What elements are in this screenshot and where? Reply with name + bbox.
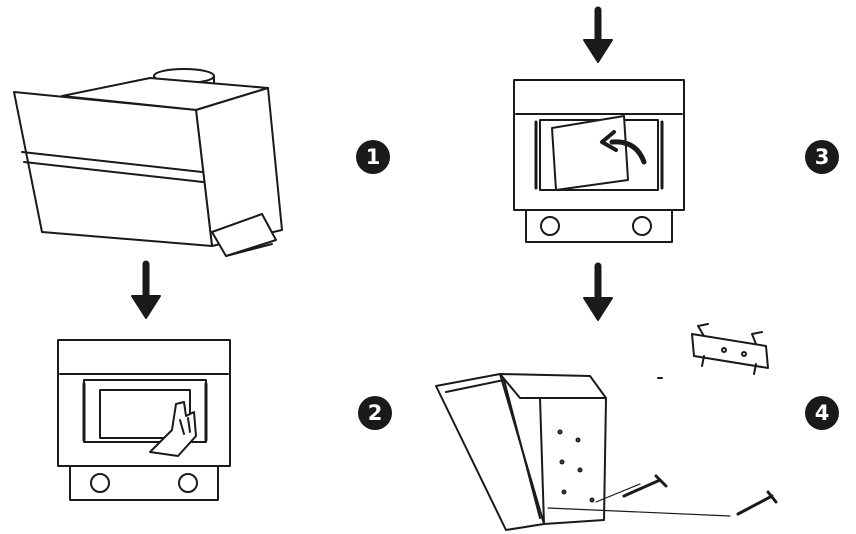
step-number-badge: 1 — [356, 140, 390, 174]
screw-icon — [736, 490, 778, 516]
down-arrow-icon — [583, 262, 613, 321]
step-number-badge: 2 — [358, 396, 392, 430]
down-arrow-icon — [583, 6, 613, 63]
step-number-badge: 4 — [805, 396, 839, 430]
screw-icon — [622, 474, 668, 498]
step-number-badge: 3 — [805, 140, 839, 174]
step3-filter-swing-illustration — [513, 79, 685, 243]
wall-bracket-icon — [691, 323, 769, 375]
down-arrow-icon — [131, 260, 161, 319]
step2-filter-removal-illustration — [57, 339, 231, 501]
step4-mounting-illustration — [435, 323, 778, 531]
step1-hood-illustration — [13, 68, 283, 257]
hand-icon — [149, 401, 197, 457]
